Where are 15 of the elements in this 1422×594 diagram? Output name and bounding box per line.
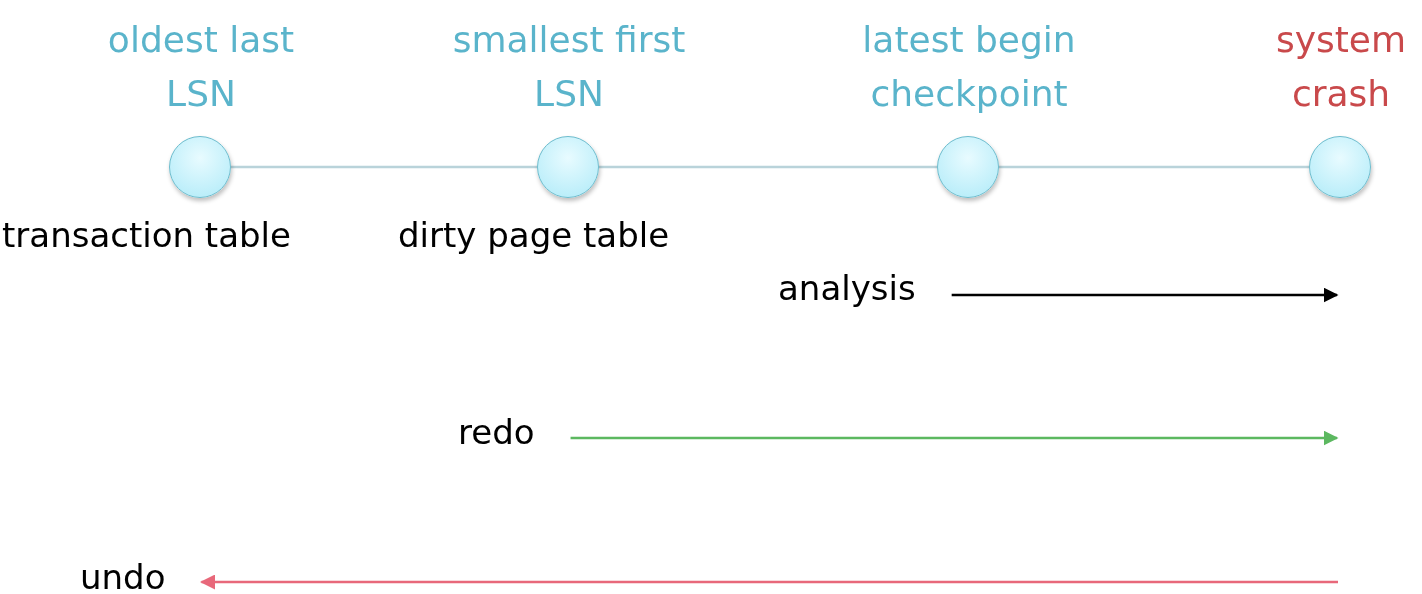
point-heading: oldest last LSN xyxy=(106,18,296,116)
table-label: dirty page table xyxy=(398,215,670,255)
point-heading: latest begin checkpoint xyxy=(861,18,1077,116)
timeline-line xyxy=(599,165,937,169)
arrow xyxy=(570,430,1339,446)
timeline-line xyxy=(999,165,1309,169)
point-heading: smallest first LSN xyxy=(451,18,687,116)
arrow xyxy=(951,287,1339,303)
point-heading: system crash xyxy=(1274,18,1408,116)
table-label: transaction table xyxy=(2,215,291,255)
phase-label: redo xyxy=(458,410,535,454)
phase-label: undo xyxy=(80,555,166,594)
arrow xyxy=(200,574,1338,590)
phase-label: analysis xyxy=(778,266,916,310)
timeline-line xyxy=(231,165,537,169)
